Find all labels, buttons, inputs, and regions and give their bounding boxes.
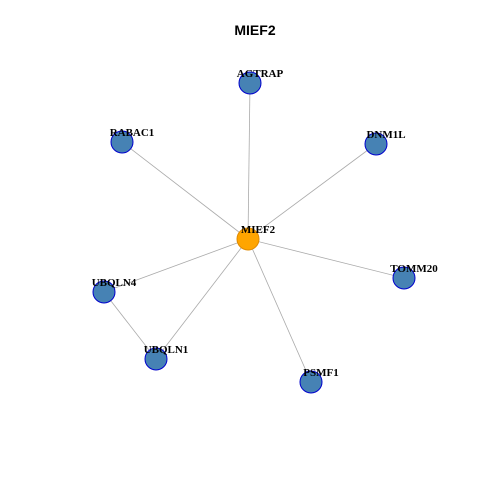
node-label-tomm20: TOMM20: [390, 263, 438, 275]
node-label-agtrap: AGTRAP: [237, 68, 284, 80]
edge-mief2-rabac1: [121, 141, 249, 240]
edge-mief2-tomm20: [247, 238, 405, 279]
edge-mief2-dnm1l: [247, 143, 377, 240]
edge-mief2-agtrap: [247, 82, 251, 240]
node-dnm1l[interactable]: [364, 132, 388, 156]
edge-ubqln4-ubqln1: [103, 291, 157, 360]
node-mief2[interactable]: [236, 227, 260, 251]
node-ubqln4[interactable]: [92, 280, 116, 304]
node-label-ubqln4: UBQLN4: [92, 277, 137, 289]
node-ubqln1[interactable]: [144, 347, 168, 371]
edges-layer: [103, 82, 405, 383]
edge-mief2-psmf1: [247, 238, 312, 383]
node-agtrap[interactable]: [238, 71, 262, 95]
edge-mief2-ubqln1: [155, 238, 249, 360]
nodes-layer: [92, 71, 416, 394]
node-label-mief2: MIEF2: [241, 224, 276, 236]
node-label-dnm1l: DNM1L: [366, 129, 405, 141]
node-label-rabac1: RABAC1: [110, 127, 155, 139]
edge-mief2-ubqln4: [103, 238, 249, 293]
node-label-psmf1: PSMF1: [303, 367, 338, 379]
node-rabac1[interactable]: [110, 130, 134, 154]
labels-layer: MIEF2 AGTRAP RABAC1 DNM1L TOMM20UBQLN4UBQLN1…: [92, 68, 439, 379]
node-tomm20[interactable]: [392, 266, 416, 290]
node-label-ubqln1: UBQLN1: [144, 344, 189, 356]
node-psmf1[interactable]: [299, 370, 323, 394]
diagram-title: MIEF2: [234, 22, 275, 38]
